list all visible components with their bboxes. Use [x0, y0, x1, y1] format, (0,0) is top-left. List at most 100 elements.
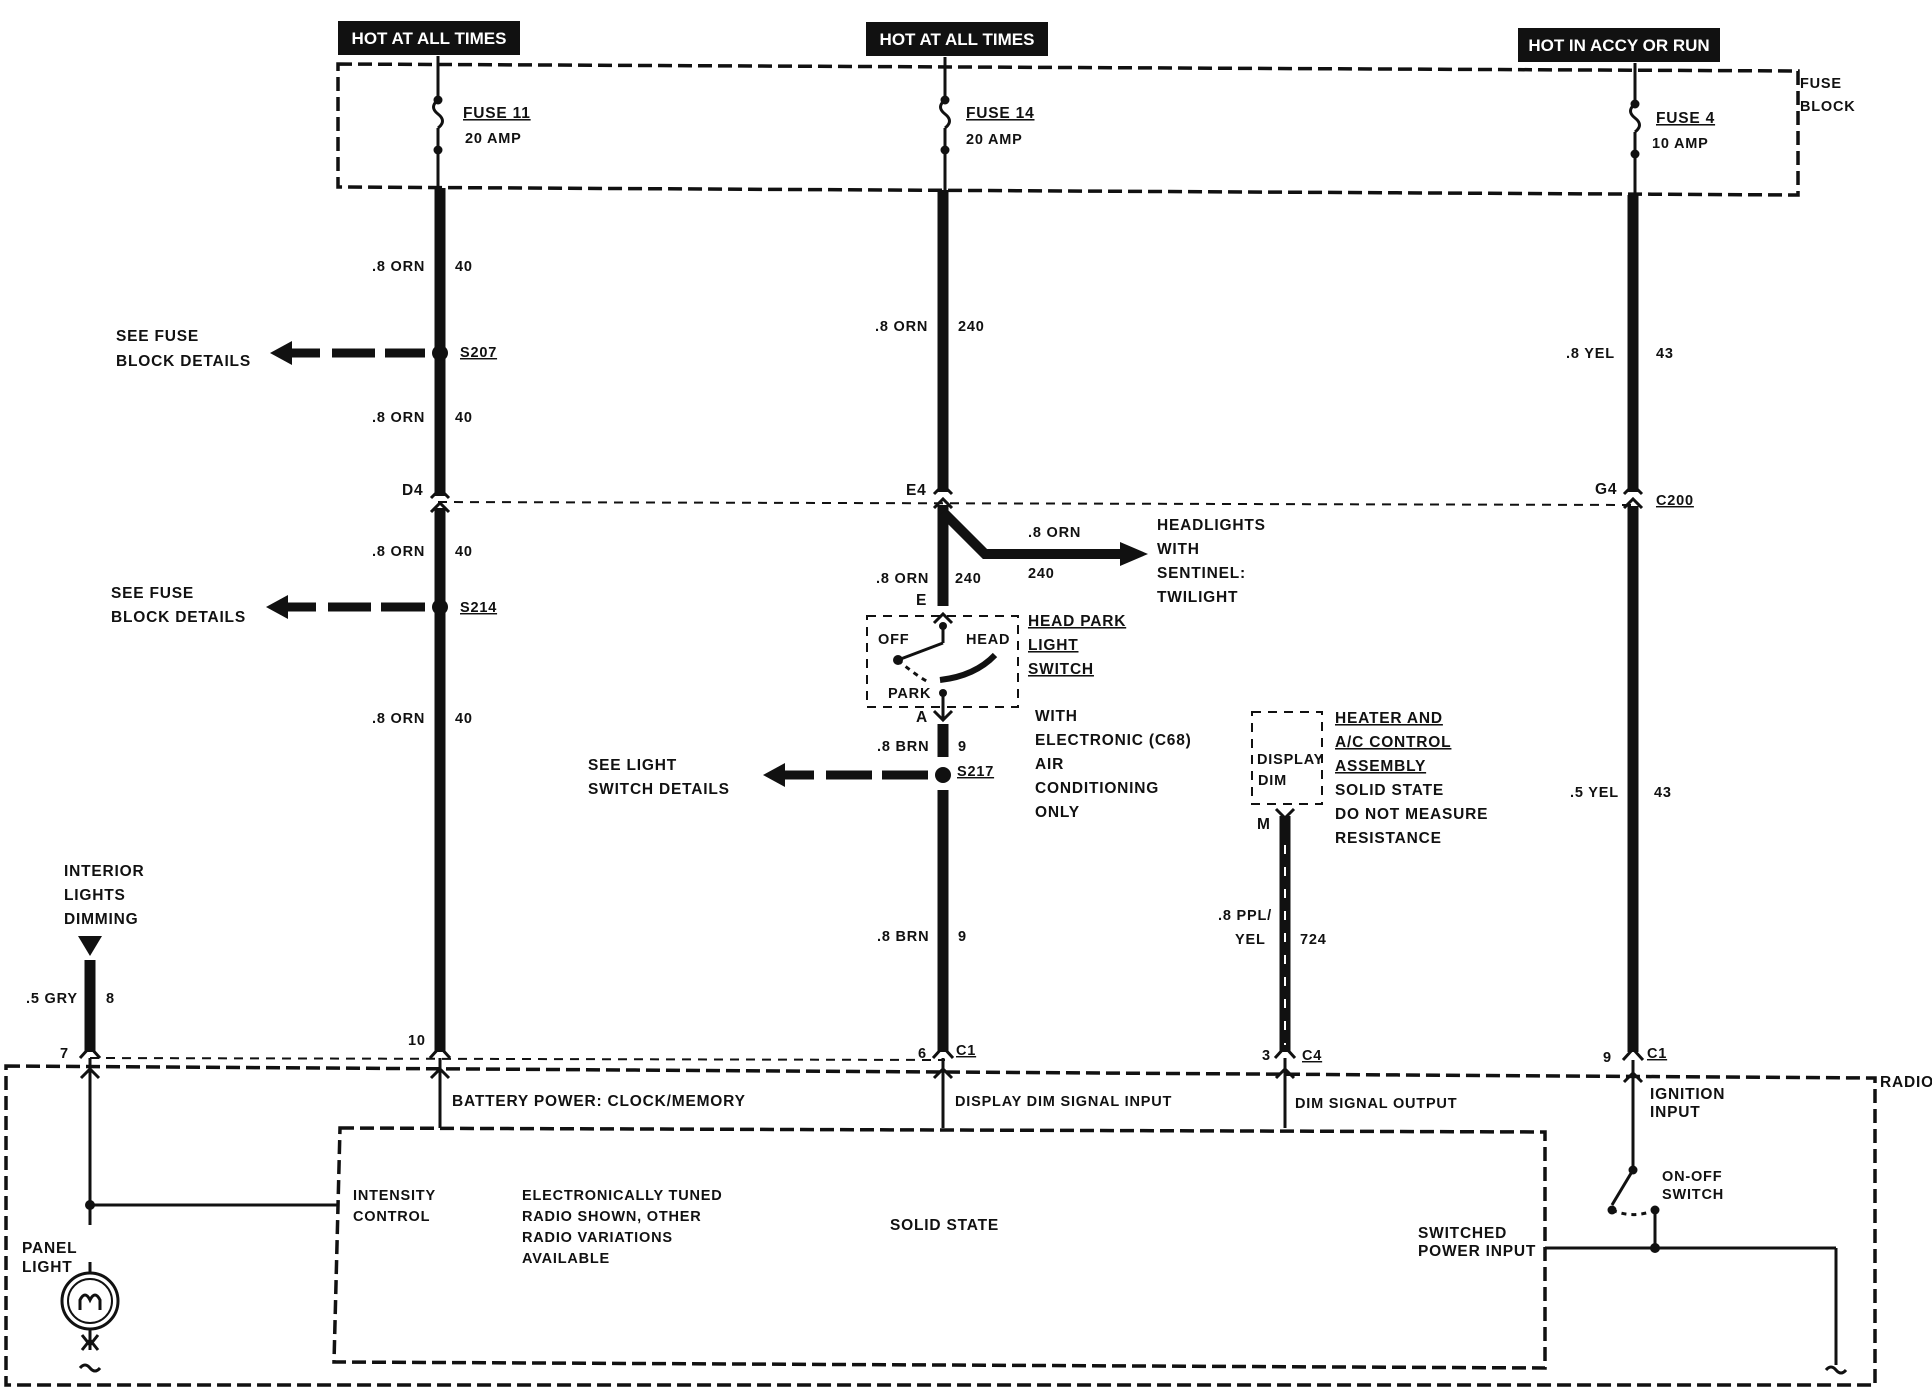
dimming-w-gauge: .5 GRY — [26, 991, 78, 1007]
see-light-line1: SEE LIGHT — [588, 757, 677, 774]
hvac-pin-m: M — [1257, 816, 1271, 833]
tuned-line2: RADIO SHOWN, OTHER — [522, 1209, 702, 1225]
hvac-w-gauge-1: .8 PPL/ — [1218, 908, 1272, 924]
c68-note-3: AIR — [1035, 756, 1064, 773]
right-pin-9: 9 — [1603, 1050, 1612, 1066]
intensity-line2: CONTROL — [353, 1209, 430, 1225]
dimming-line2: LIGHTS — [64, 887, 126, 904]
header-fuse11-text: HOT AT ALL TIMES — [352, 29, 507, 48]
left-w3-ckt: 40 — [455, 544, 473, 560]
branch-ckt: 240 — [1028, 566, 1055, 582]
fuse-14: FUSE 14 20 AMP — [939, 57, 1034, 190]
see-fuse-1-line1: SEE FUSE — [116, 328, 199, 345]
headlight-switch-box — [866, 615, 1019, 708]
right-w1-gauge: .8 YEL — [1566, 346, 1615, 362]
headlights-line3: SENTINEL: — [1157, 565, 1246, 582]
center-w4-gauge: .8 BRN — [877, 929, 929, 945]
header-fuse14: HOT AT ALL TIMES — [866, 22, 1048, 56]
display-dim-box — [1251, 711, 1323, 805]
tuned-line3: RADIO VARIATIONS — [522, 1230, 673, 1246]
fuse-4: FUSE 4 10 AMP — [1629, 63, 1714, 195]
header-fuse4: HOT IN ACCY OR RUN — [1518, 28, 1720, 62]
center-w2-gauge: .8 ORN — [876, 571, 929, 587]
display-dim-line1: DISPLAY — [1257, 752, 1324, 768]
branch-gauge: .8 ORN — [1028, 525, 1081, 541]
onoff-line1: ON-OFF — [1662, 1169, 1722, 1185]
dim-output-label: DIM SIGNAL OUTPUT — [1295, 1096, 1457, 1112]
left-pin-10: 10 — [408, 1033, 426, 1049]
center-circuit: .8 ORN 240 E4 .8 ORN 240 HEADLIGHTS WITH… — [588, 190, 1265, 1128]
left-w2-gauge: .8 ORN — [372, 410, 425, 426]
switch-off: OFF — [878, 632, 909, 648]
solid-state-label: SOLID STATE — [890, 1217, 999, 1234]
panel-light-line1: PANEL — [22, 1240, 77, 1257]
c68-note-1: WITH — [1035, 708, 1078, 725]
fuse-block-label-2: BLOCK — [1800, 99, 1856, 115]
display-dim-input-label: DISPLAY DIM SIGNAL INPUT — [955, 1094, 1172, 1110]
dimming-line3: DIMMING — [64, 911, 138, 928]
fuse-11-rating: 20 AMP — [465, 131, 522, 147]
c68-note-2: ELECTRONIC (C68) — [1035, 732, 1192, 749]
right-connector-c1: C1 — [1647, 1046, 1667, 1062]
left-w4-ckt: 40 — [455, 711, 473, 727]
fuse-block-label-1: FUSE — [1800, 76, 1842, 92]
splice-s207: S207 — [460, 345, 497, 361]
switch-name-1: HEAD PARK — [1028, 613, 1126, 630]
switch-pin-e: E — [916, 592, 927, 609]
switch-name-3: SWITCH — [1028, 661, 1094, 678]
display-dim-line2: DIM — [1258, 773, 1287, 789]
ignition-line1: IGNITION — [1650, 1086, 1725, 1103]
radio-label: RADIO — [1880, 1074, 1932, 1091]
see-fuse-2-line1: SEE FUSE — [111, 585, 194, 602]
splice-s217: S217 — [957, 764, 994, 780]
connector-d4: D4 — [402, 482, 423, 499]
hvac-connector-c4: C4 — [1302, 1048, 1322, 1064]
hvac-desc-3: RESISTANCE — [1335, 830, 1442, 847]
left-circuit: .8 ORN 40 S207 SEE FUSE BLOCK DETAILS .8… — [111, 188, 497, 1128]
right-w2-gauge: .5 YEL — [1570, 785, 1619, 801]
fuse-11-name: FUSE 11 — [463, 105, 531, 122]
onoff-line2: SWITCH — [1662, 1187, 1724, 1203]
see-light-line2: SWITCH DETAILS — [588, 781, 730, 798]
fuse-11: FUSE 11 20 AMP — [432, 56, 531, 186]
connector-c200: C200 — [1656, 493, 1694, 509]
hvac-name-3: ASSEMBLY — [1335, 758, 1426, 775]
left-w3-gauge: .8 ORN — [372, 544, 425, 560]
center-w4-ckt: 9 — [958, 929, 967, 945]
radio-assembly: RADIO BATTERY POWER: CLOCK/MEMORY DISPLA… — [4, 1064, 1932, 1387]
intensity-line1: INTENSITY — [353, 1188, 436, 1204]
right-w2-ckt: 43 — [1654, 785, 1672, 801]
see-fuse-2-line2: BLOCK DETAILS — [111, 609, 246, 626]
switch-pin-a: A — [916, 709, 928, 726]
tuned-line4: AVAILABLE — [522, 1251, 610, 1267]
right-w1-ckt: 43 — [1656, 346, 1674, 362]
connector-e4: E4 — [906, 482, 927, 499]
center-connector-c1: C1 — [956, 1043, 976, 1059]
radio-outline — [4, 1064, 1877, 1387]
see-fuse-1-line2: BLOCK DETAILS — [116, 353, 251, 370]
center-w3-gauge: .8 BRN — [877, 739, 929, 755]
center-pin-6: 6 — [918, 1046, 927, 1062]
switch-name-2: LIGHT — [1028, 637, 1079, 654]
connector-g4: G4 — [1595, 481, 1617, 498]
left-w1-gauge: .8 ORN — [372, 259, 425, 275]
battery-input-label: BATTERY POWER: CLOCK/MEMORY — [452, 1093, 746, 1110]
hvac-w-ckt: 724 — [1300, 932, 1327, 948]
header-fuse14-text: HOT AT ALL TIMES — [880, 30, 1035, 49]
ignition-line2: INPUT — [1650, 1104, 1701, 1121]
center-w2-ckt: 240 — [955, 571, 982, 587]
switch-park: PARK — [888, 686, 931, 702]
switched-line1: SWITCHED — [1418, 1225, 1507, 1242]
dimming-pin-7: 7 — [60, 1046, 69, 1062]
dimming-line1: INTERIOR — [64, 863, 144, 880]
hvac-pin-3: 3 — [1262, 1048, 1271, 1064]
fuse-14-rating: 20 AMP — [966, 132, 1023, 148]
header-fuse11: HOT AT ALL TIMES — [338, 21, 520, 55]
center-w1-ckt: 240 — [958, 319, 985, 335]
splice-s214: S214 — [460, 600, 497, 616]
connector-c200-line — [437, 501, 1633, 506]
tuned-line1: ELECTRONICALLY TUNED — [522, 1188, 723, 1204]
dimming-circuit: INTERIOR LIGHTS DIMMING .5 GRY 8 7 — [26, 863, 144, 1225]
c68-note-4: CONDITIONING — [1035, 780, 1159, 797]
